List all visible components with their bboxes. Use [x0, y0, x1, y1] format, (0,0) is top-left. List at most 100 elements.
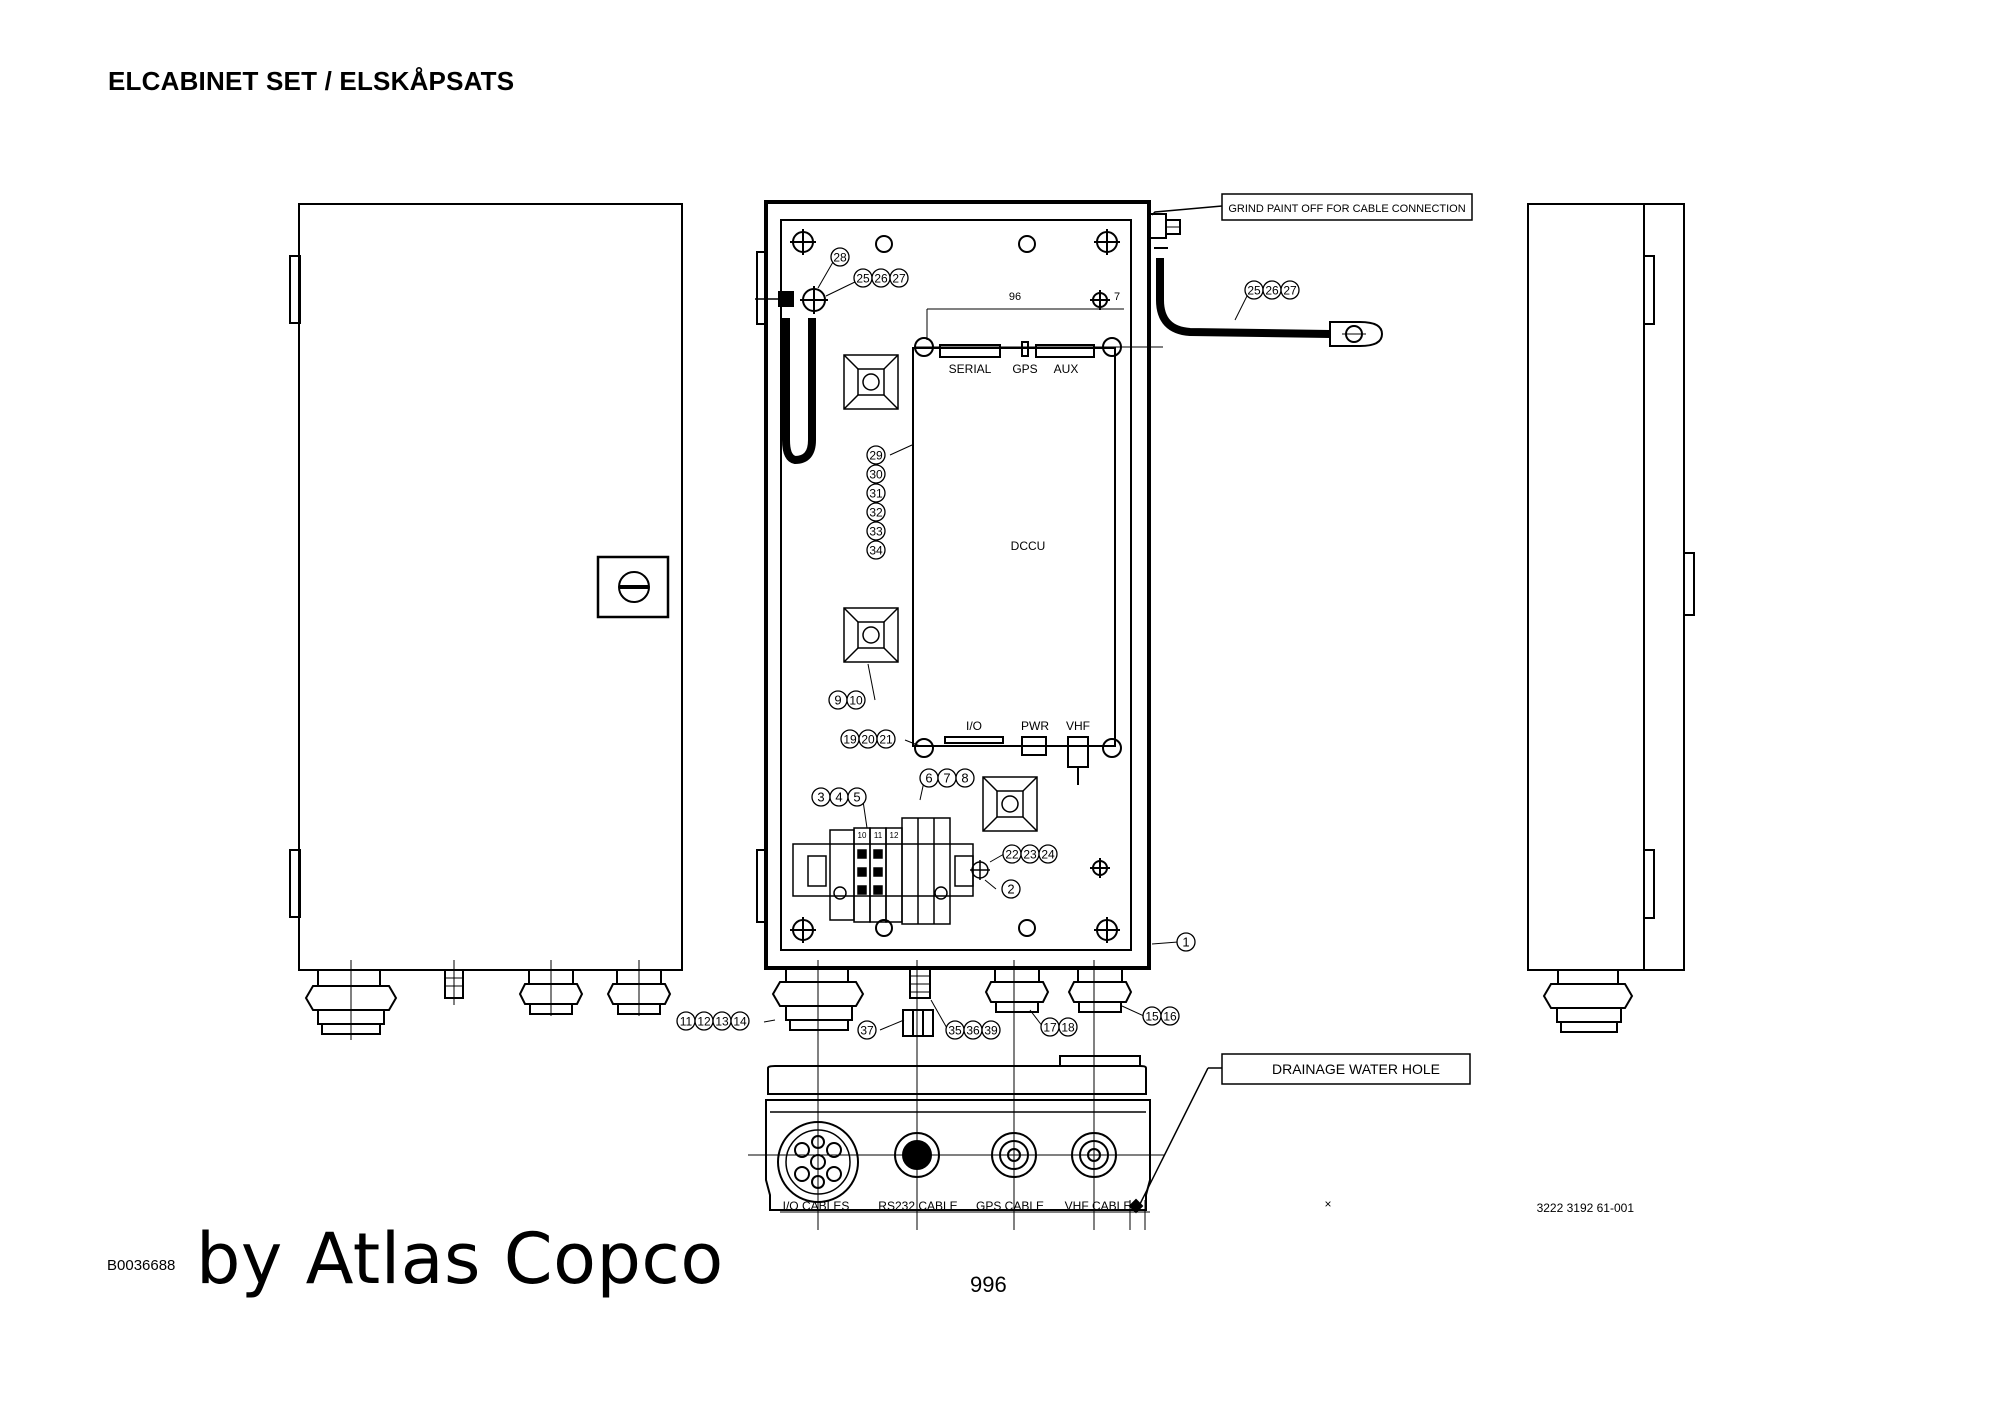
rs232-connector: [902, 967, 934, 1037]
cabinet-front-closed-view: [289, 203, 683, 1040]
port-io: I/O: [966, 719, 982, 733]
balloon-29: 29: [866, 445, 886, 465]
balloon-1: 1: [1176, 932, 1196, 952]
balloon-label: 18: [1061, 1021, 1075, 1035]
balloon-14: 14: [730, 1011, 750, 1031]
balloon-18: 18: [1058, 1017, 1078, 1037]
balloon-24: 24: [1038, 844, 1058, 864]
balloon-label: 37: [860, 1024, 874, 1038]
balloon-3: 3: [811, 787, 831, 807]
balloon-label: 27: [1283, 284, 1297, 298]
balloon-25: 25: [1244, 280, 1264, 300]
balloon-label: 7: [943, 771, 950, 786]
dccu-unit: SERIAL GPS AUX DCCU I/O PWR VHF: [912, 337, 1122, 785]
cable-gland: [606, 960, 672, 1016]
balloon-10: 10: [846, 690, 866, 710]
balloon-6: 6: [919, 768, 939, 788]
drawing-number: 3222 3192 61-001: [1537, 1201, 1635, 1215]
cabinet-side-view: [1527, 203, 1695, 1033]
balloon-label: 14: [733, 1015, 747, 1029]
balloon-label: 5: [853, 790, 860, 805]
balloon-label: 39: [984, 1024, 998, 1038]
balloon-label: 31: [869, 487, 883, 501]
earth-cable-external: [1149, 213, 1384, 347]
balloon-8: 8: [955, 768, 975, 788]
balloon-label: 34: [869, 544, 883, 558]
port-aux: AUX: [1054, 362, 1079, 376]
balloon-label: 11: [680, 1015, 693, 1029]
leader-lines: [763, 261, 1251, 1031]
cable-gland: [984, 967, 1050, 1013]
terminal-number: 10: [858, 831, 867, 840]
callout-drainage: DRAINAGE WATER HOLE: [1139, 1053, 1471, 1205]
balloon-37: 37: [857, 1020, 877, 1040]
small-mark: ×: [1324, 1197, 1331, 1211]
cabinet-open-view: 96 7 SERIAL GPS AUX DCCU I/O PWR VHF: [755, 200, 1163, 1037]
terminal-number: 12: [890, 831, 899, 840]
balloon-label: 25: [1247, 284, 1261, 298]
cable-gland: [771, 967, 865, 1031]
earth-cable-internal: [755, 286, 828, 465]
cable-label-gps: GPS CABLE: [976, 1199, 1044, 1213]
balloon-28: 28: [830, 247, 850, 267]
balloon-39: 39: [981, 1020, 1001, 1040]
cable-gland: [518, 960, 584, 1016]
balloon-label: 16: [1163, 1010, 1177, 1024]
cable-tie-mount: [843, 354, 1038, 832]
balloon-9: 9: [828, 690, 848, 710]
terminal-block: 10 11 12: [792, 817, 990, 925]
drainage-label: DRAINAGE WATER HOLE: [1272, 1061, 1440, 1077]
balloon-15: 15: [1142, 1006, 1162, 1026]
balloon-label: 33: [869, 525, 883, 539]
balloon-label: 32: [869, 506, 883, 520]
balloon-27: 27: [889, 268, 909, 288]
balloon-label: 20: [861, 733, 875, 747]
balloon-label: 2: [1007, 882, 1014, 897]
document-code: B0036688: [107, 1257, 176, 1274]
balloon-13: 13: [712, 1011, 732, 1031]
balloon-7: 7: [937, 768, 957, 788]
balloon-36: 36: [963, 1020, 983, 1040]
balloon-26: 26: [871, 268, 891, 288]
dimension-line: 96 7: [914, 291, 1163, 348]
balloon-32: 32: [866, 502, 886, 522]
balloon-11: 11: [676, 1011, 696, 1031]
balloon-27: 27: [1280, 280, 1300, 300]
brand-label: by Atlas Copco: [196, 1218, 724, 1300]
callout-grind-paint: GRIND PAINT OFF FOR CABLE CONNECTION: [1151, 193, 1473, 221]
cable-label-io: I/O CABLES: [783, 1199, 850, 1213]
balloon-label: 8: [961, 771, 968, 786]
page-title: ELCABINET SET / ELSKÅPSATS: [108, 66, 515, 96]
balloon-31: 31: [866, 483, 886, 503]
balloon-label: 21: [879, 733, 893, 747]
balloon-17: 17: [1040, 1017, 1060, 1037]
balloon-4: 4: [829, 787, 849, 807]
balloon-label: 36: [966, 1024, 980, 1038]
port-pwr: PWR: [1021, 719, 1049, 733]
balloon-label: 10: [849, 694, 863, 708]
balloon-label: 17: [1043, 1021, 1057, 1035]
balloon-25: 25: [853, 268, 873, 288]
grind-paint-label: GRIND PAINT OFF FOR CABLE CONNECTION: [1228, 203, 1465, 215]
balloon-label: 29: [869, 449, 883, 463]
cable-label-vhf: VHF CABLE: [1065, 1199, 1132, 1213]
balloon-5: 5: [847, 787, 867, 807]
balloon-label: 6: [925, 771, 932, 786]
page-number: 996: [970, 1272, 1007, 1297]
balloon-label: 13: [715, 1015, 729, 1029]
balloon-label: 1: [1182, 935, 1189, 950]
balloon-12: 12: [694, 1011, 714, 1031]
cable-label-rs232: RS232 CABLE: [878, 1199, 957, 1213]
balloon-label: 27: [892, 272, 906, 286]
balloon-label: 26: [874, 272, 888, 286]
balloon-19: 19: [840, 729, 860, 749]
balloon-20: 20: [858, 729, 878, 749]
balloon-label: 4: [835, 790, 842, 805]
balloon-35: 35: [945, 1020, 965, 1040]
port-vhf: VHF: [1066, 719, 1090, 733]
balloon-22: 22: [1002, 844, 1022, 864]
dimension-offset: 7: [1114, 291, 1120, 303]
cabinet-bottom-view: I/O CABLES RS232 CABLE GPS CABLE VHF CAB…: [748, 960, 1165, 1230]
balloon-label: 22: [1005, 848, 1019, 862]
